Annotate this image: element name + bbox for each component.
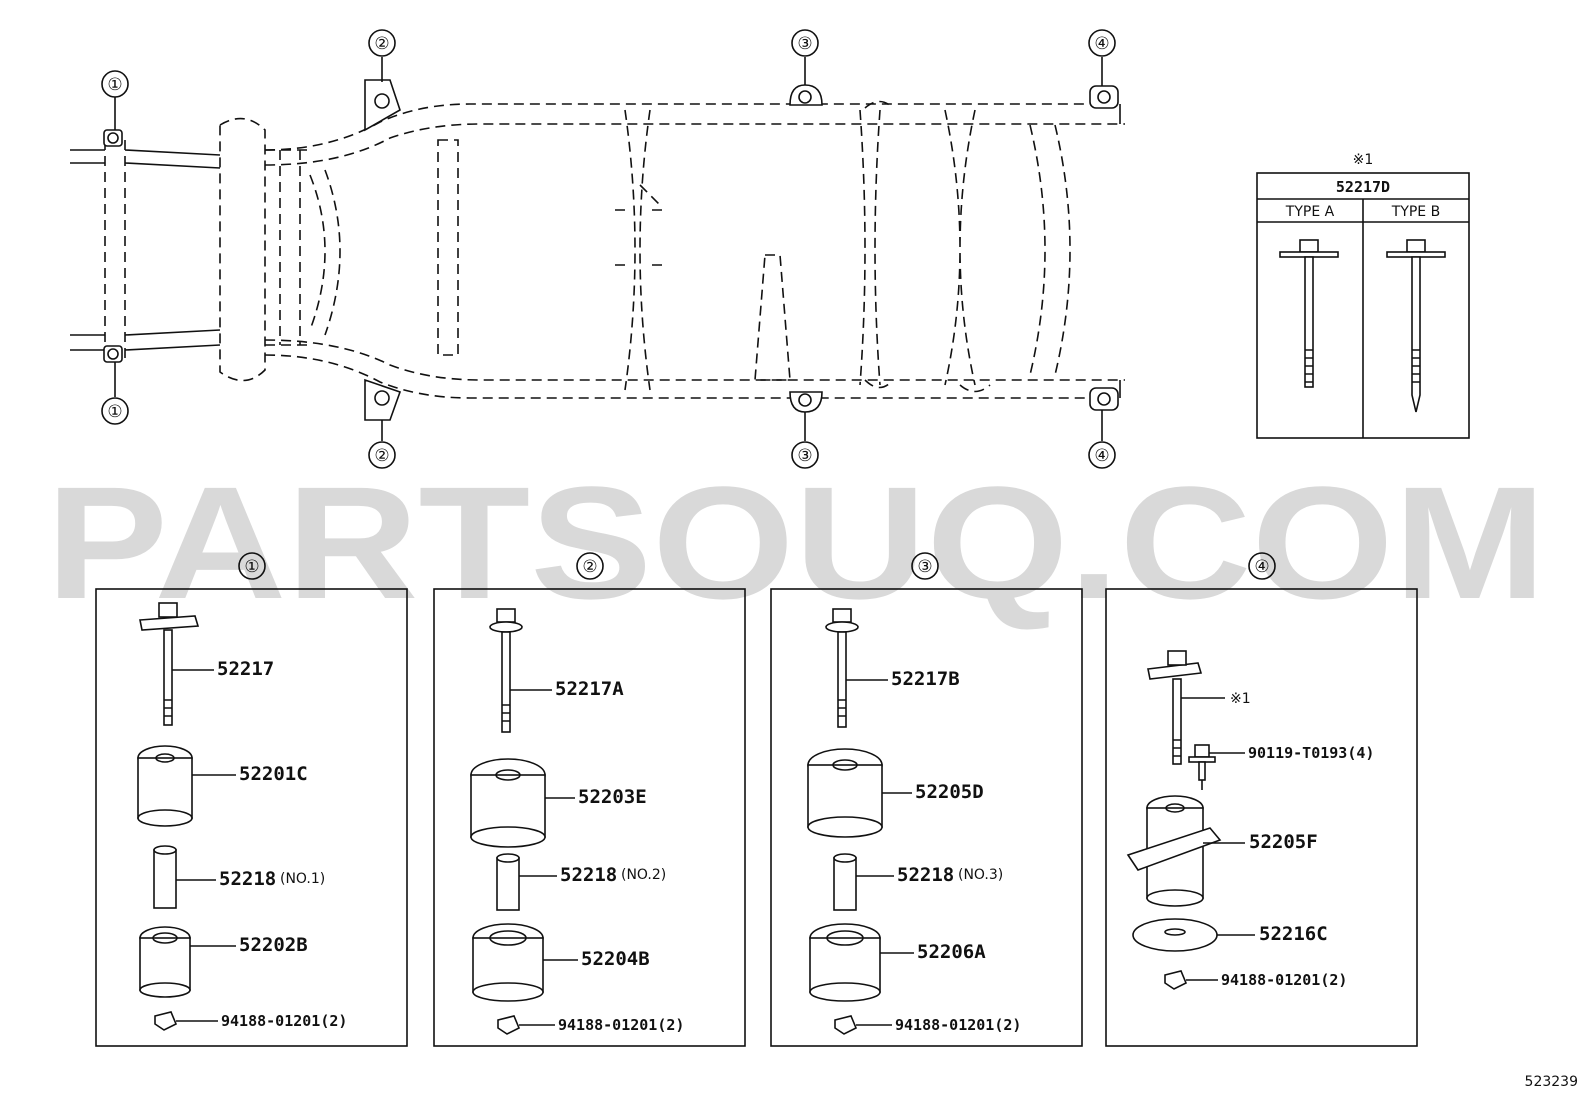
bolt-icon	[825, 608, 859, 728]
part-label: 52217	[217, 658, 274, 680]
svg-text:①: ①	[107, 402, 122, 422]
bolt-type-a-icon	[1279, 239, 1339, 388]
part-label: 94188-01201(2)	[895, 1016, 1021, 1034]
watermark-text: PARTSOUQ.COM	[46, 453, 1546, 632]
part-suffix: (NO.3)	[958, 867, 1003, 883]
part-suffix: (NO.2)	[621, 867, 666, 883]
part-label: ※1	[1230, 691, 1251, 707]
frame-marker-bottom-1: ①	[101, 397, 129, 425]
svg-text:④: ④	[1094, 446, 1109, 466]
collar-icon	[496, 853, 520, 911]
mount-pad-4-bottom	[1089, 387, 1119, 411]
frame-marker-bottom-2: ②	[368, 441, 396, 469]
part-label: 94188-01201(2)	[1221, 971, 1347, 989]
cushion-lower-icon	[472, 923, 544, 1002]
part-label: 52206A	[917, 941, 986, 963]
inset-type-a: TYPE A	[1285, 204, 1335, 220]
svg-text:①: ①	[107, 75, 122, 95]
nut-icon	[497, 1015, 521, 1035]
frame-marker-bottom-4: ④	[1088, 441, 1116, 469]
part-label: 52205F	[1249, 831, 1318, 853]
mount-pad-1-bottom	[103, 345, 123, 363]
mount-pad-2-bottom	[364, 378, 402, 421]
cushion-upper-icon	[807, 748, 883, 838]
svg-text:③: ③	[797, 446, 812, 466]
cushion-with-flange-icon	[1126, 795, 1222, 907]
svg-text:③: ③	[797, 34, 812, 54]
vehicle-frame	[70, 57, 1125, 441]
panel-marker: ①	[244, 557, 259, 577]
part-label: 52217A	[555, 678, 624, 700]
inset-type-b: TYPE B	[1391, 204, 1440, 220]
part-label: 52218	[219, 868, 276, 890]
part-label: 52218	[897, 864, 954, 886]
part-label: 94188-01201(2)	[558, 1016, 684, 1034]
svg-text:②: ②	[374, 34, 389, 54]
cushion-upper-icon	[137, 745, 193, 827]
part-label: 52201C	[239, 763, 308, 785]
mount-pad-4-top	[1089, 85, 1119, 109]
bolt-with-bracket-icon	[139, 602, 200, 726]
nut-icon	[154, 1011, 178, 1031]
panel-marker: ②	[582, 557, 597, 577]
bolt-with-bracket-icon	[1147, 650, 1203, 765]
part-label: 52202B	[239, 934, 308, 956]
panel-group-2: ② 52217A 52203E 52218 (NO.2) 52204B 9418…	[433, 552, 746, 1047]
panel-marker: ④	[1254, 557, 1269, 577]
mount-pad-1-top	[103, 129, 123, 147]
washer-icon	[1132, 918, 1218, 952]
collar-icon	[833, 853, 857, 911]
inset-note: ※1	[1353, 152, 1374, 168]
cushion-upper-icon	[470, 758, 546, 848]
inset-part-number: 52217D	[1336, 178, 1390, 196]
nut-icon	[834, 1015, 858, 1035]
svg-text:②: ②	[374, 446, 389, 466]
part-label: 90119-T0193(4)	[1248, 744, 1374, 762]
frame-markers: ① ② ③ ④ ① ② ③ ④	[101, 29, 1116, 469]
panel-group-3: ③ 52217B 52205D 52218 (NO.3) 52206A 9418…	[770, 552, 1083, 1047]
part-suffix: (NO.1)	[280, 871, 325, 887]
part-label: 52218	[560, 864, 617, 886]
frame-marker-bottom-3: ③	[791, 441, 819, 469]
mount-pad-2-top	[364, 79, 401, 132]
figure-number: 523239	[1525, 1074, 1578, 1090]
part-label: 52204B	[581, 948, 650, 970]
frame-marker-top-1: ①	[101, 70, 129, 98]
bolt-type-b-icon	[1386, 239, 1446, 413]
panel-marker: ③	[917, 557, 932, 577]
frame-marker-top-3: ③	[791, 29, 819, 57]
frame-marker-top-2: ②	[368, 29, 396, 57]
collar-icon	[153, 845, 177, 909]
small-bolt-icon	[1188, 744, 1216, 795]
panel-group-1: ① 52217 52201C 52218 (NO.1) 52202B 94188…	[95, 552, 408, 1047]
inset-52217d: ※1 52217D TYPE A TYPE B	[1256, 152, 1470, 439]
part-label: 94188-01201(2)	[221, 1012, 347, 1030]
mount-pad-3-bottom	[789, 391, 823, 413]
nut-icon	[1164, 970, 1188, 990]
panel-group-4: ④ ※1 90119-T0193(4) 52205F	[1105, 552, 1418, 1047]
part-label: 52205D	[915, 781, 984, 803]
cushion-lower-icon	[139, 926, 191, 998]
bolt-icon	[489, 608, 523, 733]
mount-pad-3-top	[789, 84, 823, 106]
part-label: 52203E	[578, 786, 647, 808]
part-label: 52217B	[891, 668, 960, 690]
svg-text:④: ④	[1094, 34, 1109, 54]
frame-marker-top-4: ④	[1088, 29, 1116, 57]
part-label: 52216C	[1259, 923, 1328, 945]
cushion-lower-icon	[809, 923, 881, 1002]
